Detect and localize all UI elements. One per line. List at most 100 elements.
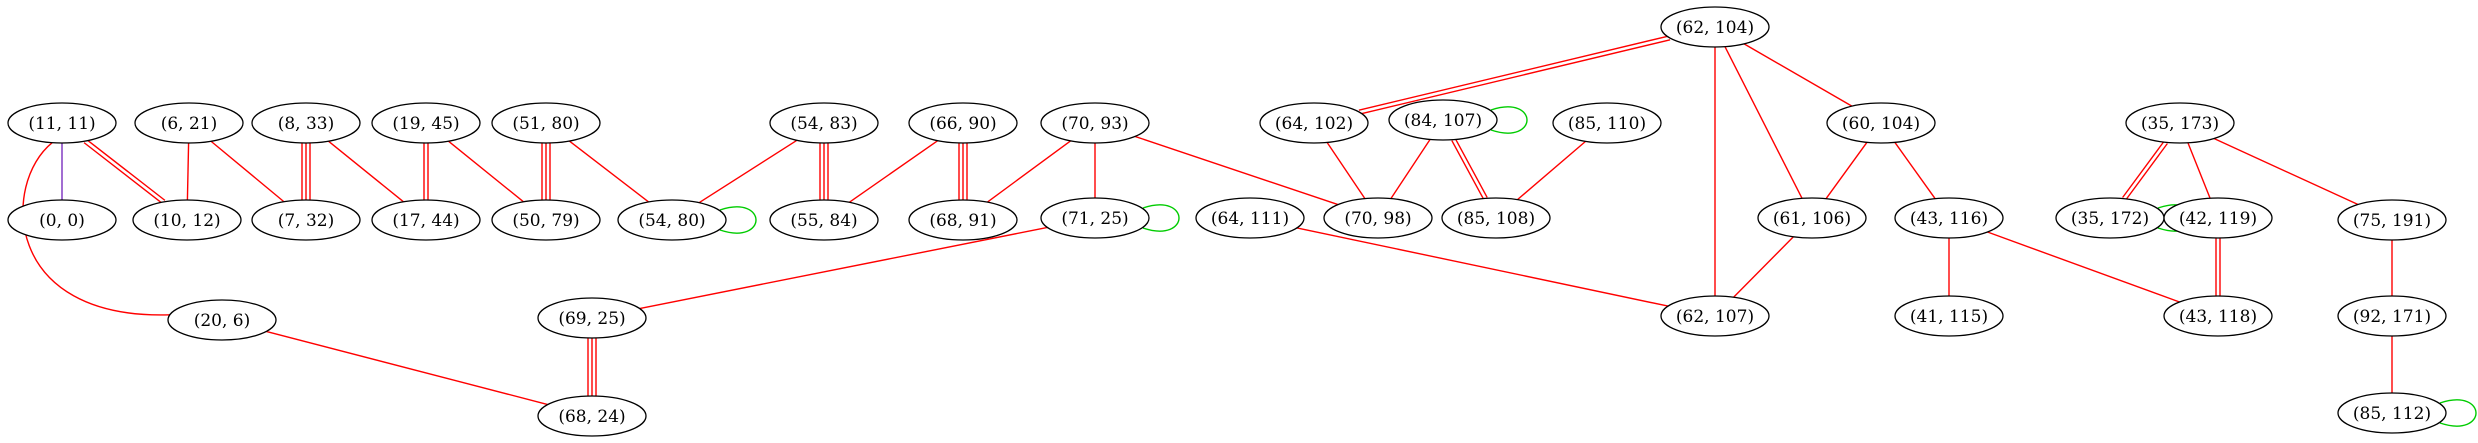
self-loop-n_71_25 [1142, 204, 1180, 232]
node-ellipse [769, 102, 879, 144]
node-label: (68, 91) [929, 211, 996, 231]
self-loop-n_85_112 [2439, 399, 2477, 427]
node-ellipse [1552, 102, 1662, 144]
node-label: (35, 172) [2071, 209, 2149, 229]
edge-n_35_173-n_35_172 [2122, 140, 2168, 201]
edge-n_62_104-n_61_106 [1724, 46, 1803, 199]
edge-n_19_45-n_50_79 [448, 140, 524, 203]
node-n_60_104: (60, 104) [1826, 102, 1936, 144]
node-label: (85, 110) [1568, 114, 1646, 134]
edge-line [848, 140, 939, 203]
node-n_68_91: (68, 91) [908, 199, 1018, 241]
node-n_84_107: (84, 107) [1388, 99, 1498, 141]
edge-line [2122, 140, 2165, 198]
edge-line [1454, 138, 1488, 198]
node-label: (51, 80) [512, 114, 579, 134]
node-ellipse [251, 199, 361, 241]
node-ellipse [1040, 102, 1150, 144]
node-ellipse [2337, 392, 2447, 434]
edge-line [328, 140, 404, 203]
node-ellipse [537, 297, 647, 339]
nodes-layer: (11, 11) (0, 0) (10, 12) (20, 6) (6, 21) (8, … [7, 6, 2447, 437]
node-ellipse [617, 199, 727, 241]
node-n_85_112: (85, 112) [2337, 392, 2447, 434]
node-ellipse [2337, 199, 2447, 241]
edge-line [1987, 231, 2180, 303]
node-label: (62, 107) [1676, 307, 1754, 327]
edge-line [86, 138, 166, 201]
edge-n_85_110-n_85_108 [1516, 140, 1587, 201]
edge-line [1359, 39, 1671, 115]
node-ellipse [908, 199, 1018, 241]
node-label: (8, 33) [278, 114, 335, 134]
node-n_10_12: (10, 12) [132, 199, 242, 241]
edge-line [1358, 35, 1670, 111]
edge-n_20_6-n_68_24 [266, 330, 548, 406]
node-ellipse [132, 199, 242, 241]
edge-n_54_83-n_55_84 [819, 143, 829, 200]
node-label: (60, 104) [1842, 114, 1920, 134]
node-n_50_79: (50, 79) [491, 199, 601, 241]
node-label: (84, 107) [1404, 111, 1482, 131]
edge-n_6_21-n_7_32 [210, 140, 285, 203]
edge-n_64_111-n_62_107 [1296, 227, 1669, 307]
node-n_62_104: (62, 104) [1660, 6, 1770, 48]
node-n_55_84: (55, 84) [769, 199, 879, 241]
node-n_64_102: (64, 102) [1259, 102, 1369, 144]
edge-n_8_33-n_7_32 [301, 143, 311, 200]
node-label: (68, 24) [558, 407, 625, 427]
node-n_75_191: (75, 191) [2337, 199, 2447, 241]
node-n_61_106: (61, 106) [1757, 197, 1867, 239]
node-n_11_11: (11, 11) [7, 102, 117, 144]
node-label: (69, 25) [558, 309, 625, 329]
node-ellipse [1757, 197, 1867, 239]
node-label: (0, 0) [39, 211, 85, 231]
edge-n_84_107-n_85_108 [1451, 138, 1488, 200]
node-label: (70, 93) [1061, 114, 1128, 134]
edges-layer [22, 35, 2393, 406]
edge-line [1724, 46, 1803, 199]
node-label: (54, 80) [638, 211, 705, 231]
node-label: (6, 21) [161, 114, 218, 134]
node-n_35_172: (35, 172) [2055, 197, 2165, 239]
node-n_85_110: (85, 110) [1552, 102, 1662, 144]
node-label: (20, 6) [194, 311, 251, 331]
node-label: (66, 90) [929, 114, 996, 134]
node-n_6_21: (6, 21) [134, 102, 244, 144]
node-label: (43, 116) [1910, 209, 1988, 229]
node-ellipse [2337, 295, 2447, 337]
self-loops-layer [719, 106, 2477, 427]
node-label: (71, 25) [1061, 209, 1128, 229]
self-loop-n_84_107 [1490, 106, 1528, 134]
node-n_71_25: (71, 25) [1040, 197, 1150, 239]
node-ellipse [1660, 6, 1770, 48]
node-ellipse [1323, 197, 1433, 239]
node-n_7_32: (7, 32) [251, 199, 361, 241]
node-label: (11, 11) [28, 114, 95, 134]
node-label: (70, 98) [1344, 209, 1411, 229]
edge-n_69_25-n_68_24 [587, 338, 597, 396]
edge-n_35_173-n_42_119 [2187, 142, 2211, 199]
edge-n_70_93-n_68_91 [986, 140, 1072, 203]
node-n_54_83: (54, 83) [769, 102, 879, 144]
node-ellipse [251, 102, 361, 144]
node-n_43_116: (43, 116) [1894, 197, 2004, 239]
edge-line [1733, 236, 1794, 298]
node-ellipse [1388, 99, 1498, 141]
edge-line [2187, 142, 2211, 199]
edge-n_11_11-n_20_6 [22, 142, 170, 316]
edge-n_19_45-n_17_44 [423, 143, 429, 200]
node-ellipse [1441, 197, 1551, 239]
edge-n_51_80-n_54_80 [568, 140, 650, 203]
node-n_66_90: (66, 90) [908, 102, 1018, 144]
edge-line [22, 142, 170, 316]
edge-line [1296, 227, 1669, 307]
node-label: (7, 32) [278, 211, 335, 231]
node-label: (17, 44) [392, 211, 459, 231]
node-ellipse [537, 395, 647, 437]
node-label: (62, 104) [1676, 18, 1754, 38]
node-label: (43, 118) [2179, 307, 2257, 327]
edge-line [2213, 137, 2359, 206]
node-ellipse [1894, 197, 2004, 239]
